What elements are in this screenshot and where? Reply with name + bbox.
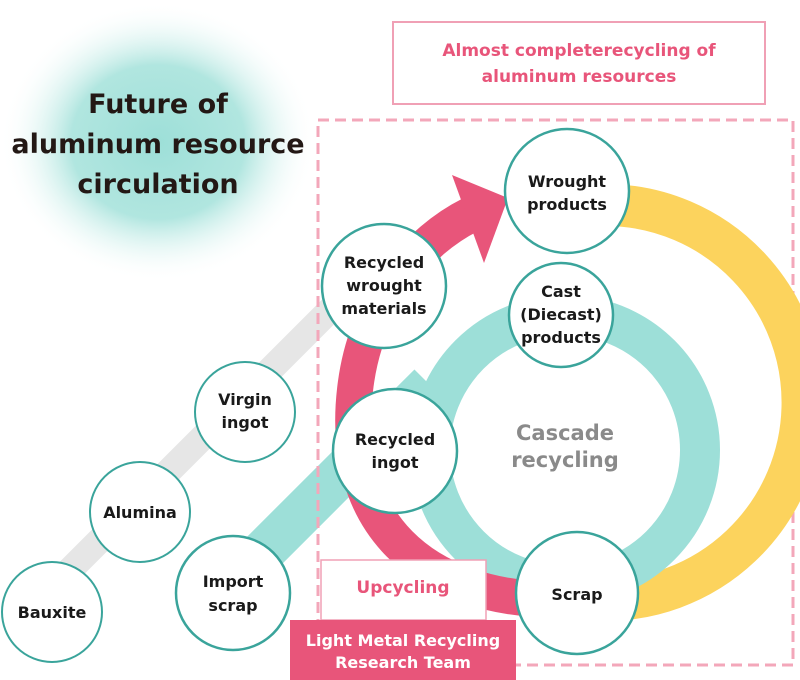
node-virgin-ingot: Virgin ingot [194, 361, 296, 463]
title-line-1: Future of [88, 89, 228, 120]
svg-text:ingot: ingot [222, 413, 269, 432]
node-scrap: Scrap [514, 530, 640, 656]
svg-text:Alumina: Alumina [103, 503, 177, 522]
team-badge-line-2: Research Team [335, 653, 471, 672]
upcycling-box [320, 559, 487, 621]
svg-text:Wrought: Wrought [528, 172, 606, 191]
svg-text:Import: Import [203, 572, 264, 591]
team-badge [290, 620, 516, 680]
node-alumina: Alumina [89, 461, 191, 563]
svg-text:wrought: wrought [346, 276, 422, 295]
node-wrought-products: Wrought products [503, 127, 631, 255]
node-cast-products: Cast (Diecast) products [507, 261, 615, 369]
svg-text:materials: materials [341, 299, 426, 318]
svg-text:Cast: Cast [541, 282, 581, 301]
svg-text:Virgin: Virgin [218, 390, 272, 409]
title-line-2: aluminum resource [11, 129, 304, 160]
team-badge-line-1: Light Metal Recycling [306, 631, 500, 650]
cascade-label-line-1: Cascade [516, 421, 614, 445]
cascade-label-line-2: recycling [511, 448, 619, 472]
top-box-line-1: Almost completerecycling of [442, 41, 716, 61]
node-bauxite: Bauxite [1, 561, 103, 663]
svg-text:scrap: scrap [208, 596, 257, 615]
svg-text:Recycled: Recycled [355, 430, 435, 449]
svg-text:ingot: ingot [372, 453, 419, 472]
title-glow [0, 2, 316, 282]
svg-text:(Diecast): (Diecast) [520, 305, 602, 324]
node-recycled-ingot: Recycled ingot [331, 387, 459, 515]
upcycling-label: Upcycling [356, 578, 449, 598]
title-line-3: circulation [77, 169, 238, 200]
svg-text:Recycled: Recycled [344, 253, 424, 272]
node-import-scrap: Import scrap [174, 534, 292, 652]
upcycling-arrowhead [452, 175, 508, 263]
wrought-to-scrap-arc [599, 184, 800, 622]
top-box [392, 21, 766, 105]
svg-text:products: products [521, 328, 601, 347]
svg-text:Bauxite: Bauxite [18, 603, 87, 622]
svg-text:Scrap: Scrap [551, 585, 602, 604]
svg-text:products: products [527, 195, 607, 214]
node-recycled-wrought-materials: Recycled wrought materials [320, 222, 448, 350]
top-box-line-2: aluminum resources [482, 67, 677, 87]
